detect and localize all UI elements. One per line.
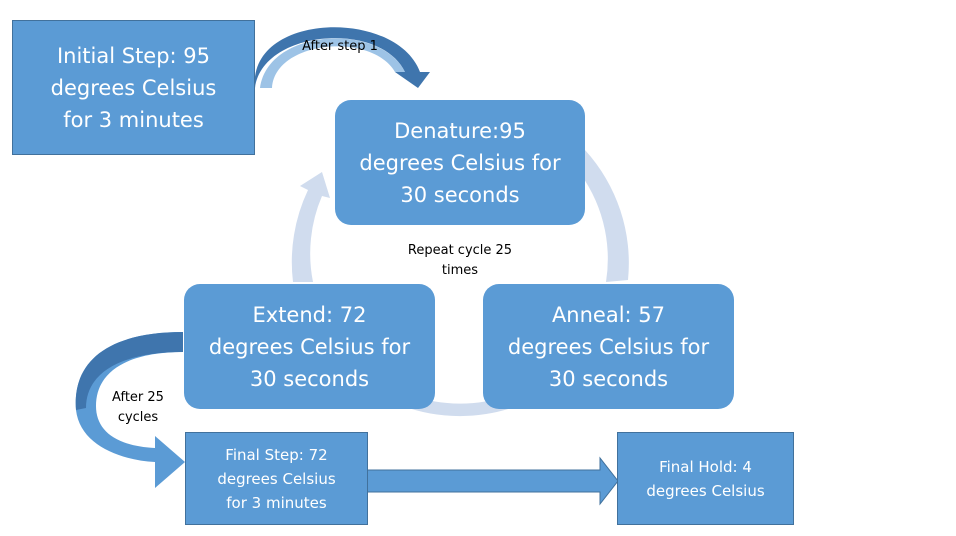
arrow-final-step-to-final-hold <box>366 456 619 506</box>
node-final-step: Final Step: 72 degrees Celsius for 3 min… <box>185 432 368 525</box>
node-final-step-text: Final Step: 72 degrees Celsius for 3 min… <box>217 445 336 512</box>
cycle-ring <box>291 150 629 417</box>
cycle-arrow-denature-to-anneal <box>576 150 629 282</box>
arrow-after-25-cycles <box>75 332 185 488</box>
node-anneal-text: Anneal: 57 degrees Celsius for 30 second… <box>507 302 710 391</box>
cycle-arrow-extend-to-denature <box>291 172 330 282</box>
node-anneal: Anneal: 57 degrees Celsius for 30 second… <box>483 284 734 409</box>
node-initial-step: Initial Step: 95 degrees Celsius for 3 m… <box>12 20 255 155</box>
label-after-step-1: After step 1 <box>302 39 378 54</box>
node-initial-step-text: Initial Step: 95 degrees Celsius for 3 m… <box>50 43 217 132</box>
node-denature-text: Denature:95 degrees Celsius for 30 secon… <box>359 118 561 207</box>
cycle-arrow-anneal-to-extend <box>400 395 520 417</box>
node-extend: Extend: 72 degrees Celsius for 30 second… <box>184 284 435 409</box>
node-final-hold-text: Final Hold: 4 degrees Celsius <box>646 457 765 500</box>
node-extend-text: Extend: 72 degrees Celsius for 30 second… <box>208 302 411 391</box>
node-final-hold: Final Hold: 4 degrees Celsius <box>617 432 794 525</box>
label-after-25-cycles: After 25 cycles <box>112 390 164 425</box>
node-denature: Denature:95 degrees Celsius for 30 secon… <box>335 100 585 225</box>
label-repeat-cycle: Repeat cycle 25 times <box>407 243 513 278</box>
arrow-after-step-1 <box>254 27 430 88</box>
